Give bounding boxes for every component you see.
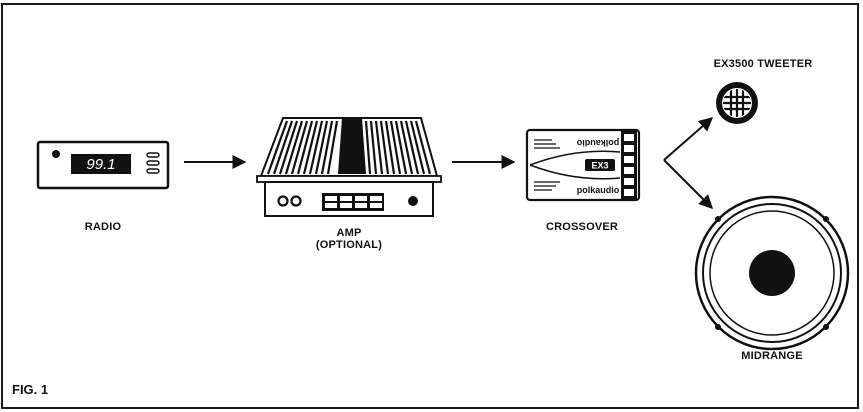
crossover-badge: EX3 <box>591 161 608 171</box>
amplifier <box>256 117 442 217</box>
crossover-network: EX3 polkaudio polkaudio <box>525 128 641 202</box>
radio-head-unit: 99.1 <box>36 140 170 190</box>
figure-caption: FIG. 1 <box>12 382 49 397</box>
crossover-label: CROSSOVER <box>545 221 619 233</box>
arrow-crossover-to-midrange <box>663 159 713 209</box>
tweeter-speaker <box>716 82 758 124</box>
crossover-brand-bottom: polkaudio <box>577 185 620 195</box>
tweeter-label: EX3500 TWEETER <box>713 58 813 70</box>
crossover-brand-top: polkaudio <box>576 138 619 148</box>
figure-border <box>1 3 859 409</box>
amp-label: AMP (OPTIONAL) <box>299 227 399 251</box>
amp-label-line2: (OPTIONAL) <box>315 239 383 251</box>
radio-display-value: 99.1 <box>86 156 115 173</box>
midrange-speaker <box>694 195 850 351</box>
arrow-crossover-to-tweeter <box>663 117 714 161</box>
amp-label-line1: AMP <box>336 227 362 239</box>
radio-label: RADIO <box>84 221 122 233</box>
midrange-label: MIDRANGE <box>741 350 803 362</box>
